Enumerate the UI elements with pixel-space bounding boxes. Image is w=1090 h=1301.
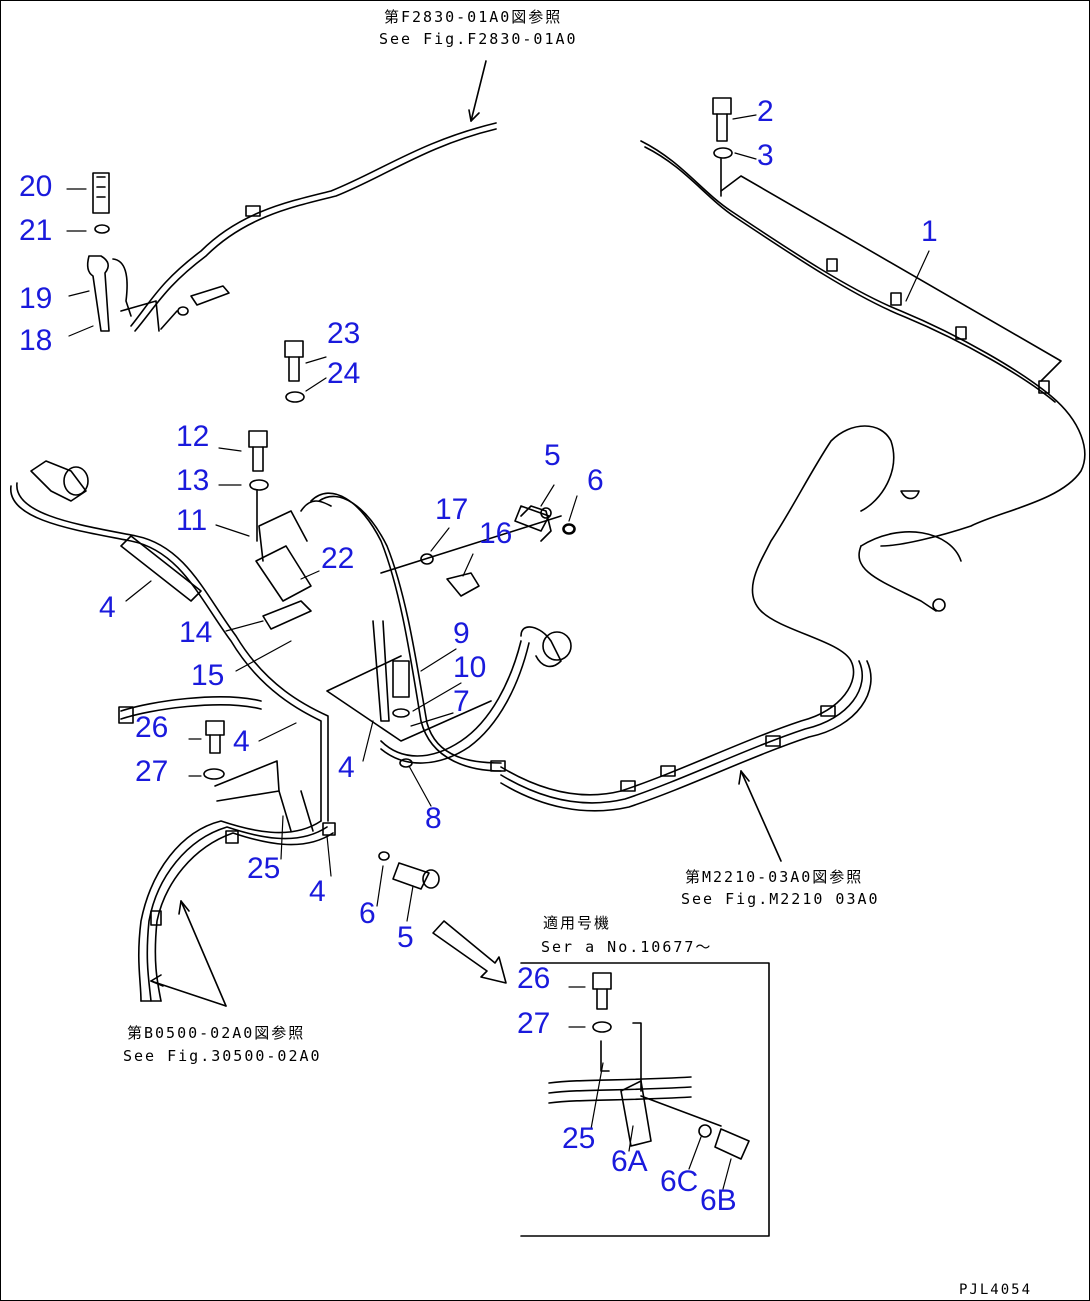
callout-6A: 6A <box>611 1145 648 1178</box>
bolt-23-24 <box>284 340 305 403</box>
callout-24: 24 <box>327 357 361 390</box>
bracket-11-22 <box>248 430 332 630</box>
callout-6-upper: 6 <box>587 464 604 497</box>
right-harness <box>640 97 1086 612</box>
callout-6B: 6B <box>700 1184 737 1217</box>
serial-label-en: Ser a No.10677～ <box>541 938 713 956</box>
bolt-5-6 <box>378 505 575 890</box>
ref-arrow-right <box>738 770 782 862</box>
callout-6C: 6C <box>660 1165 699 1198</box>
callout-1: 1 <box>921 215 938 248</box>
detail-inset <box>520 962 770 1237</box>
callout-20: 20 <box>19 170 53 203</box>
callout-18: 18 <box>19 324 53 357</box>
callout-19: 19 <box>19 282 53 315</box>
ref-right-jp: 第M2210-03A0図参照 <box>685 868 864 886</box>
callout-27: 27 <box>135 755 169 788</box>
callout-3: 3 <box>757 139 774 172</box>
lower-harness <box>137 760 336 1007</box>
ref-right-en: See Fig.M2210 03A0 <box>681 890 880 908</box>
callout-10: 10 <box>453 651 487 684</box>
callout-27-detail: 27 <box>517 1007 551 1040</box>
callout-4-center: 4 <box>338 751 355 784</box>
callout-8: 8 <box>425 802 442 835</box>
callout-25: 25 <box>247 852 281 885</box>
drawing-code: PJL4054 <box>959 1282 1033 1298</box>
ref-bottom-left-en: See Fig.30500-02A0 <box>123 1047 322 1065</box>
callout-26-detail: 26 <box>517 962 551 995</box>
callout-4-mid: 4 <box>233 725 250 758</box>
callout-13: 13 <box>176 464 210 497</box>
callout-21: 21 <box>19 214 53 247</box>
callout-2: 2 <box>757 95 774 128</box>
callout-16: 16 <box>479 517 513 550</box>
callout-12: 12 <box>176 420 210 453</box>
callout-23: 23 <box>327 317 361 350</box>
serial-label-jp: 適用号機 <box>543 914 612 932</box>
callout-14: 14 <box>179 616 213 649</box>
leader-lines <box>66 114 930 1190</box>
callout-26: 26 <box>135 711 169 744</box>
upper-harness <box>130 60 497 332</box>
callout-25-detail: 25 <box>562 1122 596 1155</box>
callout-22: 22 <box>321 542 355 575</box>
ref-bottom-left-jp: 第B0500-02A0図参照 <box>127 1024 306 1042</box>
callout-15: 15 <box>191 659 225 692</box>
callout-5-lower: 5 <box>397 921 414 954</box>
ref-top-jp: 第F2830-01A0図参照 <box>384 8 563 26</box>
callout-9: 9 <box>453 617 470 650</box>
detail-arrow <box>432 920 507 984</box>
callout-7: 7 <box>453 685 470 718</box>
callout-6-lower: 6 <box>359 897 376 930</box>
callout-4-bottom: 4 <box>309 875 326 908</box>
connector-area <box>326 505 576 768</box>
ref-top-en: See Fig.F2830-01A0 <box>379 30 578 48</box>
callout-5-upper: 5 <box>544 439 561 472</box>
callout-17: 17 <box>435 493 469 526</box>
callout-4-left: 4 <box>99 591 116 624</box>
callout-11: 11 <box>176 504 208 537</box>
bracket-18-21 <box>86 172 230 332</box>
bolt-26-27 <box>118 696 262 780</box>
